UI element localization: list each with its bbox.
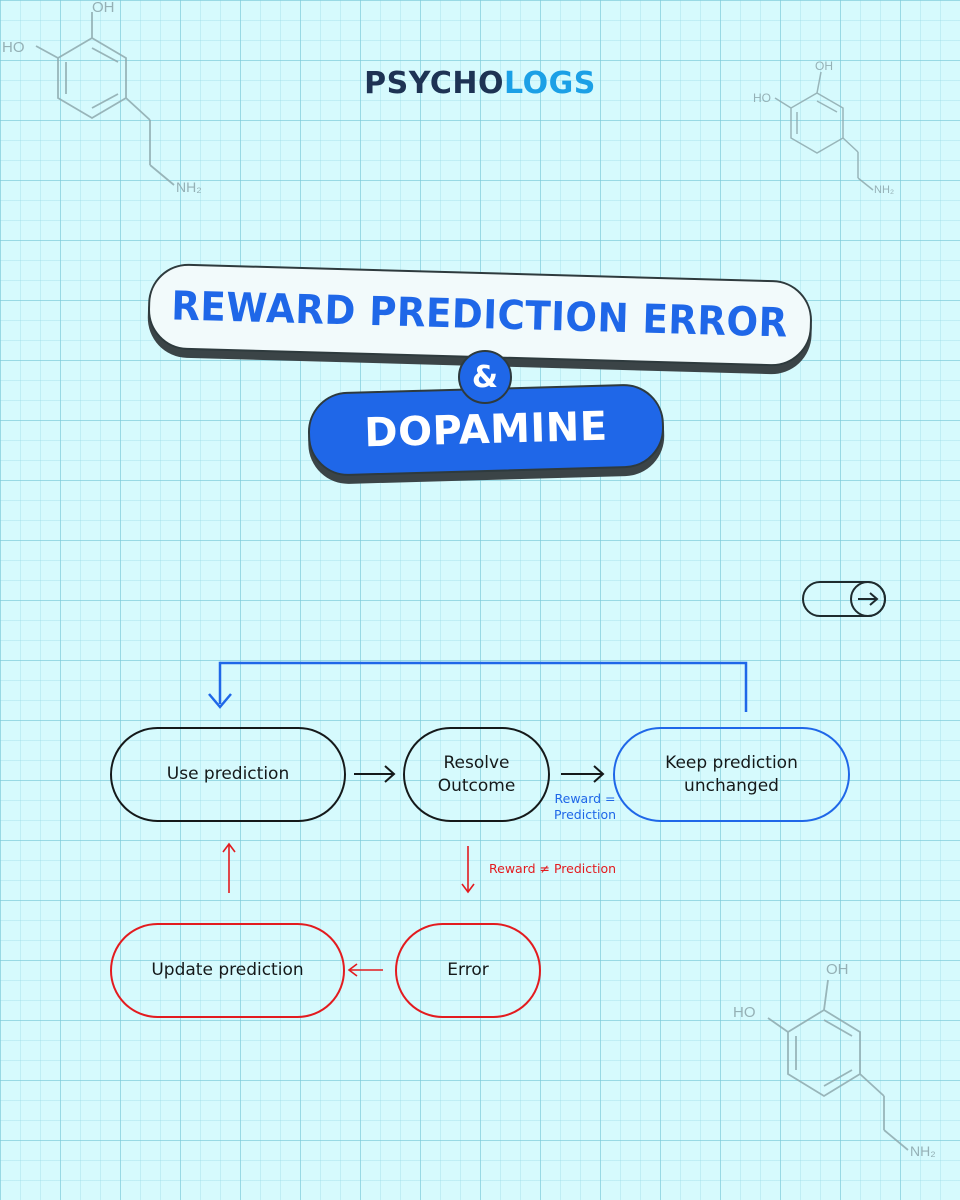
molecule-bottom-right [767, 979, 909, 1151]
molecule-nh2-label: NH₂ [910, 1143, 936, 1159]
molecule-ho-label: HO [733, 1004, 756, 1021]
feedback-loop-arrowhead [208, 693, 232, 709]
feedback-loop-line [218, 661, 748, 712]
molecule-oh-label: OH [826, 961, 849, 978]
node-label: Keep prediction [665, 752, 798, 773]
molecule-top-right [774, 71, 874, 191]
node-label: unchanged [684, 775, 779, 796]
node-label: Update prediction [151, 960, 304, 980]
molecule-nh2-label: NH₂ [176, 179, 202, 195]
ampersand-badge: & [458, 350, 512, 404]
arrowhead [384, 765, 396, 783]
node-update-prediction: Update prediction [110, 923, 345, 1018]
brand-logo: PSYCHOLOGS [0, 66, 960, 101]
node-label: Error [447, 960, 489, 980]
node-label: Resolve [443, 752, 510, 773]
molecule-oh-label: OH [92, 0, 115, 16]
node-error: Error [395, 923, 541, 1018]
arrowhead [222, 842, 236, 853]
brand-logo-part1: PSYCHO [364, 66, 505, 101]
arrowhead [461, 883, 475, 894]
label-line: Prediction [553, 807, 617, 822]
label-reward-equals-prediction: Reward = Prediction [553, 791, 617, 823]
node-label: Outcome [437, 775, 516, 796]
node-use-prediction: Use prediction [110, 727, 346, 822]
node-label: Use prediction [166, 764, 290, 784]
molecule-ho-label: HO [753, 91, 771, 105]
molecule-ho-label: HO [2, 39, 25, 56]
arrowhead [593, 765, 605, 783]
molecule-top-left [35, 12, 175, 186]
node-keep-prediction: Keep prediction unchanged [613, 727, 850, 822]
arrowhead [347, 963, 358, 977]
node-resolve-outcome: Resolve Outcome [403, 727, 550, 822]
label-reward-not-equal-prediction: Reward ≠ Prediction [489, 861, 617, 876]
arrow-right-icon [850, 581, 886, 617]
label-line: Reward = [554, 791, 616, 806]
brand-logo-part2: LOGS [504, 66, 596, 101]
molecule-nh2-label: NH₂ [874, 184, 894, 196]
next-slide-toggle[interactable] [802, 581, 886, 617]
molecule-oh-label: OH [815, 59, 833, 73]
